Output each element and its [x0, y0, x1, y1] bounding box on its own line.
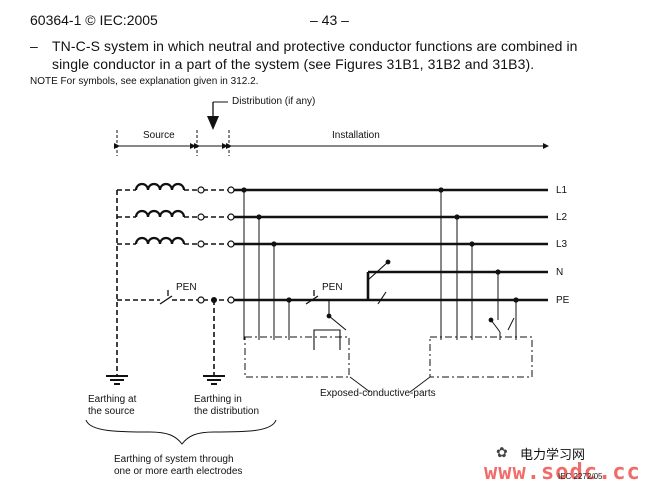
wechat-icon: ✿ [496, 444, 508, 460]
label-pe: PE [556, 295, 570, 306]
page-number: – 43 – [310, 12, 349, 28]
earthing-dist-line2: the distribution [194, 406, 259, 417]
earthing-source-line2: the source [88, 406, 135, 417]
paragraph-line-2: single conductor in a part of the system… [52, 56, 535, 72]
label-l1: L1 [556, 185, 568, 196]
junction-dots [241, 187, 519, 323]
earthing-brace [85, 419, 277, 445]
label-l2: L2 [556, 212, 568, 223]
terminals [197, 186, 235, 304]
distribution-arrow-head [207, 116, 219, 130]
exposed-parts-leaders [349, 376, 431, 393]
watermark-site-name: 电力学习网 [520, 448, 586, 463]
system-earthing-line1: Earthing of system through [114, 454, 234, 465]
system-earthing-line2: one or more earth electrodes [114, 466, 242, 477]
exposed-parts-label: Exposed-conductive-parts [320, 388, 436, 399]
page-header-standard: 60364-1 © IEC:2005 [30, 12, 158, 28]
installation-label: Installation [332, 130, 380, 141]
paragraph-line-1: TN-C-S system in which neutral and prote… [52, 38, 578, 54]
left-equipment-switch [313, 300, 347, 350]
transformer-coils [134, 182, 186, 245]
left-equipment-drops [243, 190, 290, 340]
earth-source-symbol [106, 375, 128, 385]
pen-switch-source [159, 290, 173, 305]
exposed-parts-box-right [429, 336, 533, 378]
distribution-label: Distribution (if any) [232, 96, 315, 107]
iec-reference: IEC 2272/05 [558, 472, 603, 481]
earthing-source-line1: Earthing at [88, 394, 137, 405]
pen-label-installation: PEN [322, 282, 343, 293]
list-dash: – [30, 38, 38, 54]
note-text: NOTE For symbols, see explanation given … [30, 76, 259, 87]
n-switch [367, 261, 389, 305]
main-conductors [234, 188, 548, 302]
exposed-parts-box-left [244, 336, 350, 378]
watermark-url: www.sodc.cc [484, 460, 641, 485]
earth-distribution-symbol [203, 375, 225, 385]
source-dashed-wiring [116, 189, 229, 375]
earthing-dist-line1: Earthing in [194, 394, 242, 405]
source-label: Source [143, 130, 175, 141]
label-l3: L3 [556, 239, 568, 250]
pen-switch-installation [305, 290, 319, 305]
pen-label-source: PEN [176, 282, 197, 293]
right-equipment-drops [440, 190, 517, 340]
pen-junction-dot [211, 297, 217, 303]
label-n: N [556, 267, 563, 278]
